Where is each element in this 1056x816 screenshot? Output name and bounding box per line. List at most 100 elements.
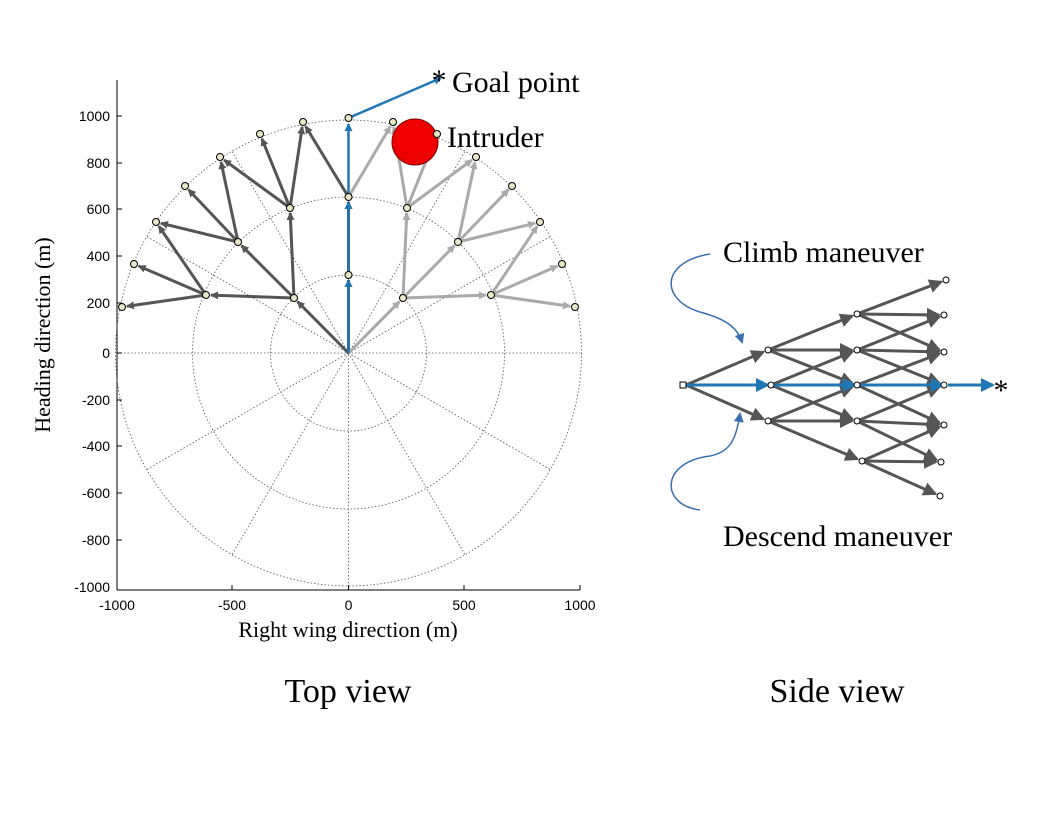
side-edge: [856, 348, 942, 386]
side-node: [853, 346, 861, 354]
tree-edge: [240, 244, 296, 300]
tree-edge: [347, 125, 392, 198]
goal-point-label: Goal point: [452, 66, 580, 99]
x-axis-label: Right wing direction (m): [238, 617, 457, 642]
y-tick: 800: [87, 155, 111, 171]
side-edge: [856, 307, 942, 322]
tree-edge: [457, 220, 537, 244]
y-tick: 600: [87, 201, 111, 217]
tree-node: [118, 303, 126, 311]
tree-edge: [456, 188, 510, 244]
side-node: [940, 311, 948, 319]
tree-edge: [159, 220, 239, 244]
tree-node: [299, 118, 307, 126]
side-node: [940, 348, 948, 356]
tree-node: [286, 204, 294, 212]
side-edge: [856, 314, 942, 352]
y-tick: -800: [82, 532, 110, 548]
side-node: [764, 346, 772, 354]
side-edge: [861, 454, 939, 469]
side-edge: [861, 459, 938, 496]
tree-edge: [401, 244, 456, 300]
grid-circle-2: [192, 196, 505, 510]
side-edge: [856, 385, 942, 423]
climb-maneuver-label: Climb maneuver: [723, 236, 924, 269]
side-view-diagram: * Climb maneuver Descend maneuver Side v…: [670, 236, 1009, 710]
side-edge: [856, 344, 942, 359]
intruder-label: Intruder: [447, 121, 544, 154]
side-node: [936, 492, 944, 500]
tree-edge: [304, 125, 350, 198]
tree-node: [399, 294, 407, 302]
y-tick: -600: [82, 485, 110, 501]
y-tick: 400: [87, 248, 111, 264]
grid-radial: [231, 151, 349, 354]
tree-edge: [296, 300, 350, 355]
tree-edge: [260, 137, 292, 209]
tree-edge: [401, 211, 411, 299]
side-view-caption: Side view: [769, 673, 904, 710]
y-tick: 0: [102, 345, 110, 361]
grid-radials: [146, 151, 551, 555]
tree-node: [508, 182, 516, 190]
side-node: [940, 381, 948, 389]
y-tick: -400: [82, 438, 110, 454]
path-segment: [348, 76, 442, 120]
tree-node: [181, 182, 189, 190]
side-edge: [856, 417, 942, 432]
tree-edge: [288, 125, 306, 209]
intruder-disc: [391, 118, 439, 166]
grid-radial: [146, 236, 349, 354]
tree-edge: [456, 160, 478, 243]
grid-radial: [146, 352, 349, 470]
side-node: [853, 417, 861, 425]
side-node: [942, 276, 950, 284]
top-view-caption: Top view: [285, 673, 412, 710]
descend-maneuver-label: Descend maneuver: [723, 520, 952, 553]
grid-circle-3: [115, 119, 582, 587]
side-node: [853, 381, 861, 389]
x-tick-labels: -1000 -500 0 500 1000: [99, 597, 596, 613]
tree-node: [344, 114, 353, 122]
tree-edge: [402, 291, 488, 300]
tree-edge: [137, 264, 207, 297]
tree-node: [487, 291, 495, 299]
grid-radial: [348, 151, 466, 354]
grid-radial: [348, 352, 466, 555]
x-tick: 0: [345, 597, 353, 613]
side-edge: [770, 349, 855, 387]
goal-marker: *: [432, 64, 447, 97]
side-edge: [767, 419, 860, 461]
tree-node: [454, 238, 462, 246]
side-node: [764, 417, 772, 425]
side-node: [937, 458, 945, 466]
side-goal-marker: *: [994, 374, 1009, 407]
side-edge: [767, 348, 855, 386]
tree-node: [571, 303, 579, 311]
x-tick: -500: [218, 597, 246, 613]
side-start-node: [679, 381, 687, 389]
tree-node: [344, 271, 353, 279]
tree-edge: [223, 158, 291, 210]
tree-node: [216, 153, 224, 161]
x-tick: -1000: [99, 597, 135, 613]
x-tick: 500: [452, 597, 476, 613]
tree-edge: [406, 158, 473, 210]
side-node: [853, 310, 861, 318]
side-edge: [856, 419, 939, 462]
side-edge: [856, 351, 942, 387]
tree-edge: [490, 293, 572, 310]
y-axis-label: Heading direction (m): [30, 237, 55, 433]
y-tick-marks: [117, 115, 581, 590]
tree-edge: [489, 225, 539, 296]
tree-edge: [157, 225, 208, 296]
tree-edge: [187, 188, 240, 244]
tree-node: [558, 260, 566, 268]
tree-node: [130, 260, 138, 268]
y-tick: 1000: [79, 108, 110, 124]
y-tick-labels: 1000 800 600 400 200 0 -200 -400 -600 -8…: [74, 108, 110, 595]
tree-node: [403, 204, 411, 212]
tree-node: [344, 193, 353, 201]
side-node: [940, 421, 948, 429]
